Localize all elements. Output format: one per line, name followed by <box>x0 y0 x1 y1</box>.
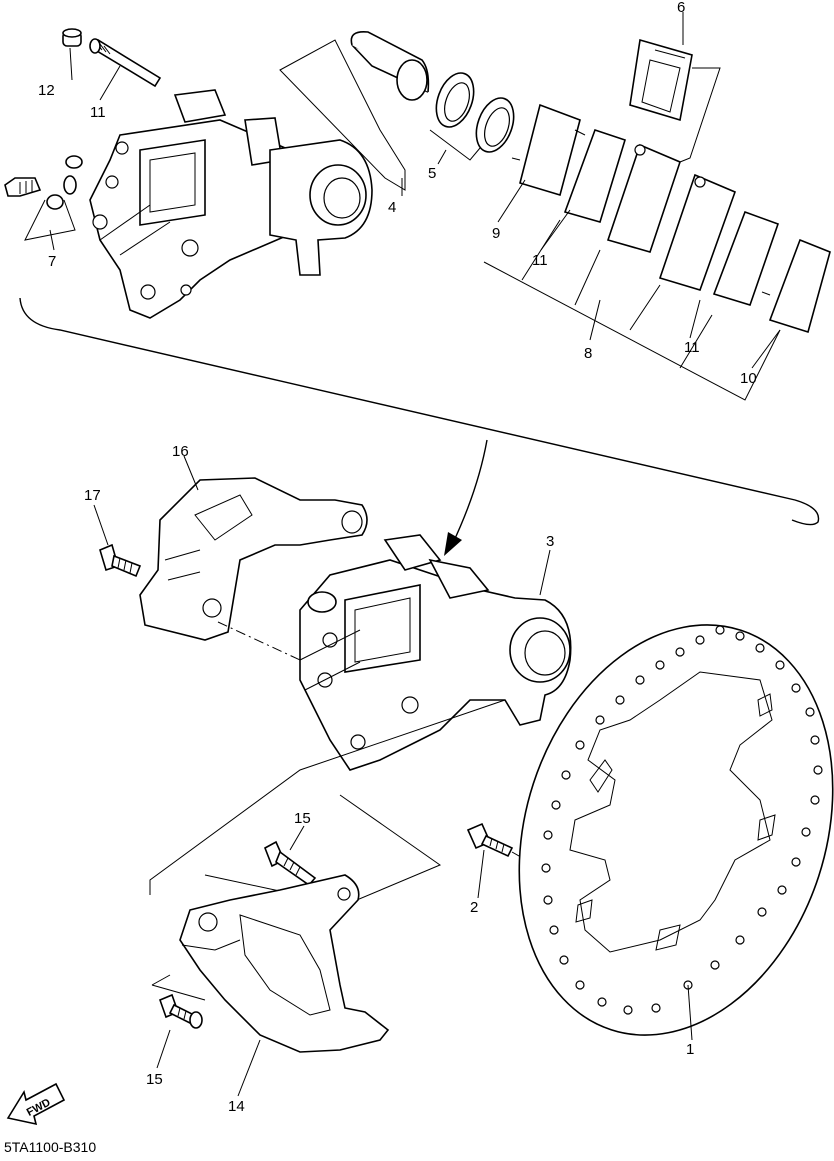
callout-1: 1 <box>686 1041 694 1058</box>
callout-5: 5 <box>428 165 436 182</box>
assembly-arrowhead <box>444 532 462 556</box>
part-4-piston <box>279 30 430 191</box>
part-6-pad-clip <box>629 38 721 163</box>
callout-13: 12 <box>38 82 55 99</box>
fwd-arrow-icon: FWD <box>6 1082 66 1126</box>
bracket-to-caliper-leader <box>217 621 301 661</box>
callout-12: 11 <box>90 104 106 121</box>
part-10-pad-shim <box>761 238 831 334</box>
callout-3: 3 <box>546 533 554 550</box>
callout-leaders <box>49 12 781 1097</box>
part-17-bolt <box>99 543 142 578</box>
part-16-caliper-bracket <box>139 477 368 641</box>
part-2-disc-bolt <box>466 822 606 906</box>
diagram-code: 5TA1100-B310 <box>4 1139 96 1155</box>
part-8-brake-pads <box>606 143 737 291</box>
part-7-bleed-screw <box>4 155 83 241</box>
callout-15-lower: 15 <box>146 1071 163 1088</box>
guard-alignment-frame <box>149 699 506 906</box>
part-15-bolt-upper <box>263 840 317 887</box>
callout-15-upper: 15 <box>294 810 311 827</box>
callout-16: 16 <box>172 443 189 460</box>
callout-2: 2 <box>470 899 478 916</box>
part-1-brake-disc <box>518 624 834 1036</box>
callout-4: 4 <box>388 199 396 216</box>
part-11-pad-plate-b <box>712 210 780 306</box>
callout-10: 10 <box>740 370 757 387</box>
top-caliper-body <box>89 89 373 319</box>
callout-17: 17 <box>84 487 101 504</box>
part-9-pad-shim <box>511 103 586 197</box>
part-3-caliper-assembly <box>299 534 572 771</box>
callout-11-right: 11 <box>684 339 700 356</box>
callout-7: 7 <box>48 253 56 270</box>
callout-8: 8 <box>584 345 592 362</box>
callout-6: 6 <box>677 0 685 16</box>
part-15-bolt-lower <box>158 993 203 1029</box>
group-bracket-line <box>19 297 820 526</box>
part-13-cap <box>62 28 82 47</box>
part-11-pad-plate-a <box>563 128 626 223</box>
part-14-disc-guard <box>179 874 390 1053</box>
callout-9: 9 <box>492 225 500 242</box>
guard-alignment-frame-lower <box>151 974 206 1001</box>
assembly-arrow <box>451 439 488 546</box>
part-5-seals <box>429 72 515 161</box>
disc-vent-holes <box>541 625 823 1015</box>
part-12-pin <box>89 38 162 88</box>
callout-11-left: 11 <box>532 252 548 269</box>
callout-14: 14 <box>228 1098 245 1115</box>
